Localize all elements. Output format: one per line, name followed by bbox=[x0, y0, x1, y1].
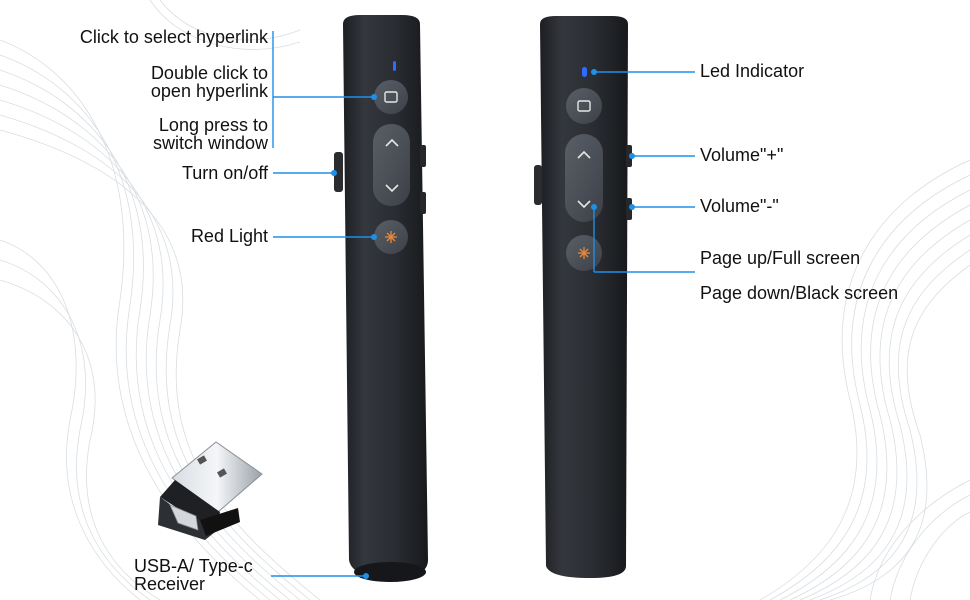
label-usb-line2: Receiver bbox=[134, 574, 206, 594]
label-volume-up: Volume"+" bbox=[700, 145, 784, 165]
label-page-up: Page up/Full screen bbox=[700, 248, 861, 268]
label-click-select: Click to select hyperlink bbox=[79, 27, 268, 47]
starburst-icon bbox=[385, 231, 397, 243]
led-indicator-right bbox=[582, 67, 587, 77]
label-long-press-line2: switch window bbox=[152, 133, 268, 153]
label-double-click: Double click to open hyperlink bbox=[151, 64, 268, 100]
label-usb-line1: USB-A/ Type-c bbox=[134, 556, 253, 576]
receiver-slot bbox=[354, 562, 426, 582]
page-rocker-right bbox=[565, 134, 603, 222]
chevron-up-icon bbox=[385, 138, 399, 147]
label-usb-receiver: USB-A/ Type-c Receiver bbox=[134, 557, 253, 593]
chevron-down-icon bbox=[577, 200, 591, 209]
label-volume-down: Volume"-" bbox=[700, 196, 779, 216]
square-icon bbox=[384, 91, 398, 103]
chevron-down-icon bbox=[385, 184, 399, 193]
label-page-down: Page down/Black screen bbox=[700, 283, 899, 303]
square-icon bbox=[577, 100, 591, 112]
label-long-press-line1: Long press to bbox=[158, 115, 268, 135]
starburst-icon bbox=[578, 247, 590, 259]
page-rocker-left bbox=[373, 124, 410, 206]
label-red-light: Red Light bbox=[190, 226, 268, 246]
label-led-indicator: Led Indicator bbox=[700, 61, 805, 81]
led-indicator-left bbox=[393, 61, 396, 71]
usb-receiver bbox=[158, 441, 263, 540]
label-double-click-line2: open hyperlink bbox=[150, 81, 268, 101]
presenter-left bbox=[334, 15, 428, 582]
window-button-left bbox=[374, 80, 408, 114]
label-long-press: Long press to switch window bbox=[153, 116, 268, 152]
label-double-click-line1: Double click to bbox=[150, 63, 268, 83]
chevron-up-icon bbox=[577, 150, 591, 159]
window-button-right bbox=[566, 88, 602, 124]
label-turn-onoff: Turn on/off bbox=[181, 163, 268, 183]
power-switch bbox=[334, 152, 343, 192]
presenter-right bbox=[534, 16, 632, 578]
